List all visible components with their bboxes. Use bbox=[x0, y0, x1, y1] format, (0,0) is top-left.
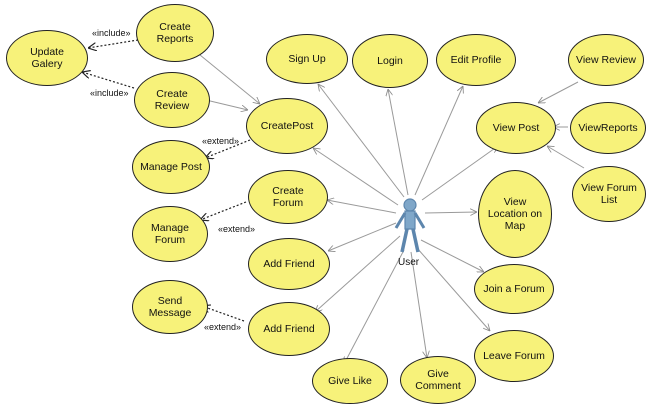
usecase-leave-forum[interactable]: Leave Forum bbox=[474, 330, 554, 382]
assoc-join-forum bbox=[420, 239, 484, 273]
usecase-login[interactable]: Login bbox=[352, 34, 428, 88]
usecase-create-reports[interactable]: Create Reports bbox=[136, 4, 214, 62]
usecase-view-post[interactable]: View Post bbox=[476, 102, 556, 154]
gen-view-review-view-post bbox=[538, 81, 579, 104]
assoc-login bbox=[388, 89, 409, 196]
usecase-sign-up[interactable]: Sign Up bbox=[266, 34, 348, 84]
assoc-create-forum bbox=[327, 200, 397, 214]
usecase-manage-post[interactable]: Manage Post bbox=[132, 140, 210, 194]
assoc-give-comment bbox=[410, 251, 427, 358]
assoc-sign-up bbox=[318, 84, 405, 198]
usecase-view-forum-list[interactable]: View Forum List bbox=[572, 166, 646, 222]
usecase-join-forum[interactable]: Join a Forum bbox=[474, 264, 554, 314]
assoc-view-location bbox=[424, 212, 477, 213]
include-create-review-update-galery bbox=[82, 72, 135, 89]
extend-add-friend-send-message bbox=[202, 306, 245, 322]
usecase-manage-forum[interactable]: Manage Forum bbox=[132, 206, 208, 262]
usecase-edit-profile[interactable]: Edit Profile bbox=[436, 34, 516, 86]
usecase-view-location-on-map[interactable]: View Location on Map bbox=[478, 170, 552, 258]
include-label: «include» bbox=[92, 28, 131, 38]
extend-label: «extend» bbox=[218, 224, 256, 234]
gen-view-forum-list-view-post bbox=[547, 146, 585, 169]
gen-create-review-create-post bbox=[205, 99, 248, 110]
usecase-give-like[interactable]: Give Like bbox=[312, 358, 388, 404]
usecase-create-post[interactable]: CreatePost bbox=[246, 98, 328, 154]
extend-label: «extend» bbox=[202, 136, 240, 146]
extend-create-post-manage-post bbox=[205, 139, 251, 158]
include-create-reports-update-galery bbox=[88, 39, 139, 48]
assoc-give-like bbox=[343, 249, 405, 364]
gen-create-reports-create-post bbox=[199, 54, 260, 104]
assoc-add-friend-2 bbox=[315, 235, 401, 312]
usecase-add-friend-1[interactable]: Add Friend bbox=[248, 238, 330, 290]
extend-create-forum-manage-forum bbox=[200, 201, 247, 220]
assoc-view-post bbox=[421, 146, 498, 201]
assoc-create-post bbox=[313, 148, 399, 206]
usecase-send-message[interactable]: Send Message bbox=[132, 280, 208, 334]
assoc-edit-profile bbox=[414, 86, 463, 196]
assoc-add-friend-1 bbox=[328, 222, 397, 251]
usecase-view-reports[interactable]: ViewReports bbox=[570, 102, 646, 154]
usecase-add-friend-2[interactable]: Add Friend bbox=[248, 302, 330, 356]
actor-label: User bbox=[398, 257, 420, 268]
extend-label: «extend» bbox=[204, 322, 242, 332]
usecase-create-review[interactable]: Create Review bbox=[134, 72, 210, 128]
usecase-create-forum[interactable]: Create Forum bbox=[248, 170, 328, 224]
include-label: «include» bbox=[90, 88, 129, 98]
assoc-leave-forum bbox=[416, 247, 490, 331]
usecase-update-galery[interactable]: Update Galery bbox=[6, 30, 88, 86]
usecase-view-review[interactable]: View Review bbox=[568, 34, 644, 86]
stick-figure-actor-icon bbox=[394, 198, 426, 253]
usecase-give-comment[interactable]: Give Comment bbox=[400, 356, 476, 404]
